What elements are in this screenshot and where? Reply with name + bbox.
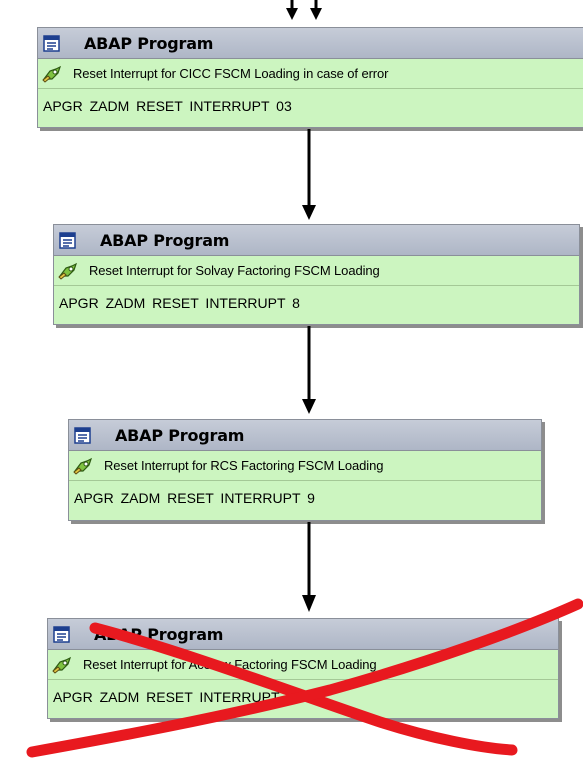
execute-tool-icon [58, 262, 78, 280]
node-description: Reset Interrupt for Acetow Factoring FSC… [83, 657, 377, 672]
node-header: ABAP Program [48, 619, 558, 650]
node-id: APGR ZADM RESET INTERRUPT 8 [59, 295, 300, 311]
edge-1-to-2 [302, 129, 316, 220]
execute-tool-icon [42, 65, 62, 83]
program-node-4[interactable]: ABAP Program Reset Interrupt for Acetow … [47, 618, 559, 719]
node-header: ABAP Program [54, 225, 579, 256]
node-description-row: Reset Interrupt for CICC FSCM Loading in… [38, 59, 583, 89]
node-description: Reset Interrupt for RCS Factoring FSCM L… [104, 458, 384, 473]
program-node-2[interactable]: ABAP Program Reset Interrupt for Solvay … [53, 224, 580, 325]
program-document-icon [74, 426, 91, 444]
node-header: ABAP Program [38, 28, 583, 59]
node-id: APGR ZADM RESET INTERRUPT 10 [53, 689, 302, 705]
node-description-row: Reset Interrupt for RCS Factoring FSCM L… [69, 451, 541, 481]
node-id-row: APGR ZADM RESET INTERRUPT 10 [48, 680, 558, 714]
node-id-row: APGR ZADM RESET INTERRUPT 03 [38, 89, 583, 123]
node-id: APGR ZADM RESET INTERRUPT 03 [43, 98, 292, 114]
node-id: APGR ZADM RESET INTERRUPT 9 [74, 490, 315, 506]
program-document-icon [59, 231, 76, 249]
incoming-edges [286, 0, 322, 20]
node-description-row: Reset Interrupt for Acetow Factoring FSC… [48, 650, 558, 680]
node-description: Reset Interrupt for CICC FSCM Loading in… [73, 66, 389, 81]
node-description-row: Reset Interrupt for Solvay Factoring FSC… [54, 256, 579, 286]
node-id-row: APGR ZADM RESET INTERRUPT 9 [69, 481, 541, 515]
node-type-label: ABAP Program [100, 230, 230, 250]
program-node-3[interactable]: ABAP Program Reset Interrupt for RCS Fac… [68, 419, 542, 521]
edge-2-to-3 [302, 326, 316, 414]
program-node-1[interactable]: ABAP Program Reset Interrupt for CICC FS… [37, 27, 583, 128]
edge-3-to-4 [302, 522, 316, 612]
node-id-row: APGR ZADM RESET INTERRUPT 8 [54, 286, 579, 320]
execute-tool-icon [52, 656, 72, 674]
node-type-label: ABAP Program [84, 33, 214, 53]
program-document-icon [53, 625, 70, 643]
node-type-label: ABAP Program [115, 425, 245, 445]
node-header: ABAP Program [69, 420, 541, 451]
node-type-label: ABAP Program [94, 624, 224, 644]
execute-tool-icon [73, 457, 93, 475]
node-description: Reset Interrupt for Solvay Factoring FSC… [89, 263, 380, 278]
program-document-icon [43, 34, 60, 52]
